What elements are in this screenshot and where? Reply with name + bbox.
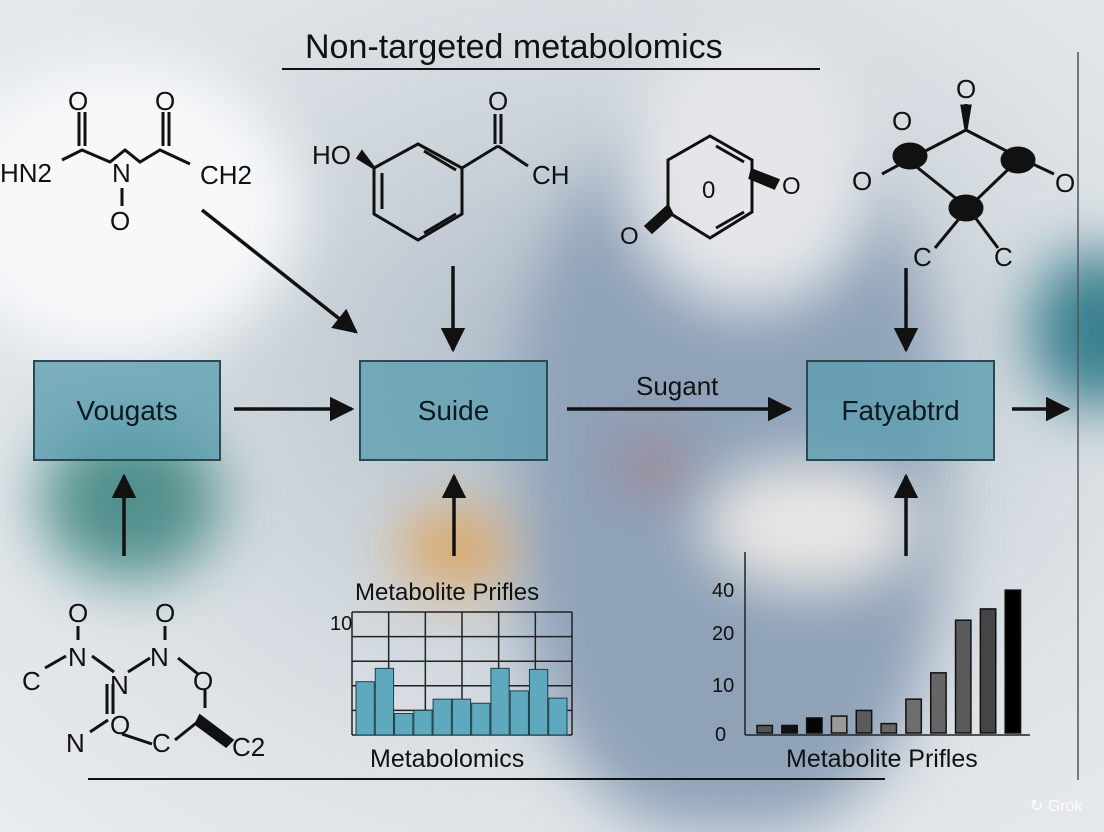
chart-right-ytick: 0 — [715, 724, 726, 746]
atom-label: C — [152, 728, 171, 758]
chart-right-bar — [979, 608, 997, 734]
chart-right-bar — [855, 709, 873, 734]
arrow-molecule-to-suide — [200, 208, 358, 334]
chart-left-caption: Metabolomics — [370, 745, 524, 773]
chart-right-bar — [929, 672, 947, 734]
process-box-suide: Suide — [359, 360, 548, 461]
chart-left-bar — [432, 698, 452, 736]
chart-right-bar — [880, 722, 898, 734]
atom-label: O — [155, 86, 175, 116]
chart-right-bar — [1004, 589, 1022, 734]
atom-label: N — [110, 670, 129, 700]
atom-label: O — [110, 710, 130, 740]
chart-left-bars — [355, 667, 568, 736]
molecule-top-ring — [643, 134, 781, 240]
process-box-fatyabtrd: Fatyabtrd — [806, 360, 995, 461]
chart-left-bar — [451, 698, 472, 736]
atom-label: 0 — [702, 177, 715, 204]
atom-label: CH — [532, 160, 570, 190]
chart-right-ticks: 40 20 10 0 — [712, 580, 734, 746]
chart-right-bar — [781, 724, 798, 734]
atom-label: O — [620, 223, 639, 250]
chart-right-bar — [805, 717, 823, 734]
atom-label: O — [110, 206, 130, 236]
background-scientist-head — [620, 30, 880, 310]
chart-left-bar — [413, 709, 433, 736]
chart-left-bar — [471, 702, 491, 736]
diagram-title: Non-targeted metabolomics — [305, 28, 723, 66]
atom-label: N — [112, 158, 131, 188]
molecule-top-right — [881, 104, 1055, 249]
atom-label: O — [488, 86, 508, 116]
watermark-text: Grok — [1047, 798, 1083, 815]
molecule-top-ring-labels: 0 O O — [620, 173, 801, 250]
chart-right: 40 20 10 0 Metabolite Prifles — [712, 552, 1030, 773]
process-box-vougats: Vougats — [33, 360, 221, 461]
chart-right-bar — [954, 619, 972, 734]
chart-left-bar — [394, 712, 414, 736]
flow-arrows — [111, 208, 1071, 556]
chart-right-ytick: 10 — [712, 675, 734, 697]
atom-label: O — [193, 666, 213, 696]
atom-label: O — [68, 86, 88, 116]
chart-left-bar — [509, 690, 529, 736]
molecule-top-left — [61, 112, 191, 206]
molecule-top-center-labels: O HO CH — [312, 86, 570, 190]
atom-label: N — [150, 642, 169, 672]
molecule-bottom-left — [44, 626, 235, 748]
atom-label: O — [1055, 168, 1075, 198]
atom-label: O — [782, 173, 801, 200]
atom-label: N — [66, 728, 85, 758]
background-window-light — [0, 60, 300, 360]
background-red-sample — [625, 450, 675, 480]
chart-right-caption: Metabolite Prifles — [786, 745, 978, 773]
chart-left-bar — [355, 681, 375, 736]
chart-right-bar — [830, 715, 848, 734]
atom-label: C2 — [232, 732, 265, 762]
atom-label: C — [22, 666, 41, 696]
chart-left: Metabolite Prifles 10 Metabolomics — [330, 579, 573, 773]
molecule-top-center — [355, 114, 529, 242]
flow-label: Sugant — [636, 371, 719, 401]
chart-right-ytick: 20 — [712, 623, 734, 645]
atom-label: C — [913, 242, 932, 272]
atom-label: CH2 — [200, 160, 252, 190]
chart-left-bar — [548, 697, 568, 736]
chart-left-bar — [528, 668, 549, 736]
chart-right-ytick: 40 — [712, 580, 734, 602]
chart-left-title: Metabolite Prifles — [355, 579, 539, 606]
molecule-top-right-labels: O O O O C C — [852, 74, 1075, 272]
atom-label: HO — [312, 140, 351, 170]
chart-left-ytick: 10 — [330, 613, 352, 635]
chart-right-bars — [756, 589, 1022, 734]
atom-label: O — [956, 74, 976, 104]
chart-left-bar — [374, 667, 395, 736]
molecule-bottom-left-labels: O O C N N N O O N C C2 — [22, 598, 265, 762]
atom-label: O — [155, 598, 175, 628]
atom-label: O — [68, 598, 88, 628]
chart-right-bar — [756, 724, 774, 734]
chart-left-bar — [490, 667, 510, 736]
chart-right-bar — [905, 698, 923, 734]
atom-label: C — [994, 242, 1013, 272]
watermark: ↻ Grok — [1030, 796, 1083, 816]
atom-label: O — [892, 106, 912, 136]
grok-logo-icon: ↻ — [1030, 798, 1044, 815]
background-gloved-hand — [700, 460, 920, 590]
atom-label: N — [68, 642, 87, 672]
molecule-top-left-labels: O O HN2 N CH2 O — [0, 86, 252, 236]
atom-label: O — [852, 166, 872, 196]
atom-label: HN2 — [0, 158, 52, 188]
